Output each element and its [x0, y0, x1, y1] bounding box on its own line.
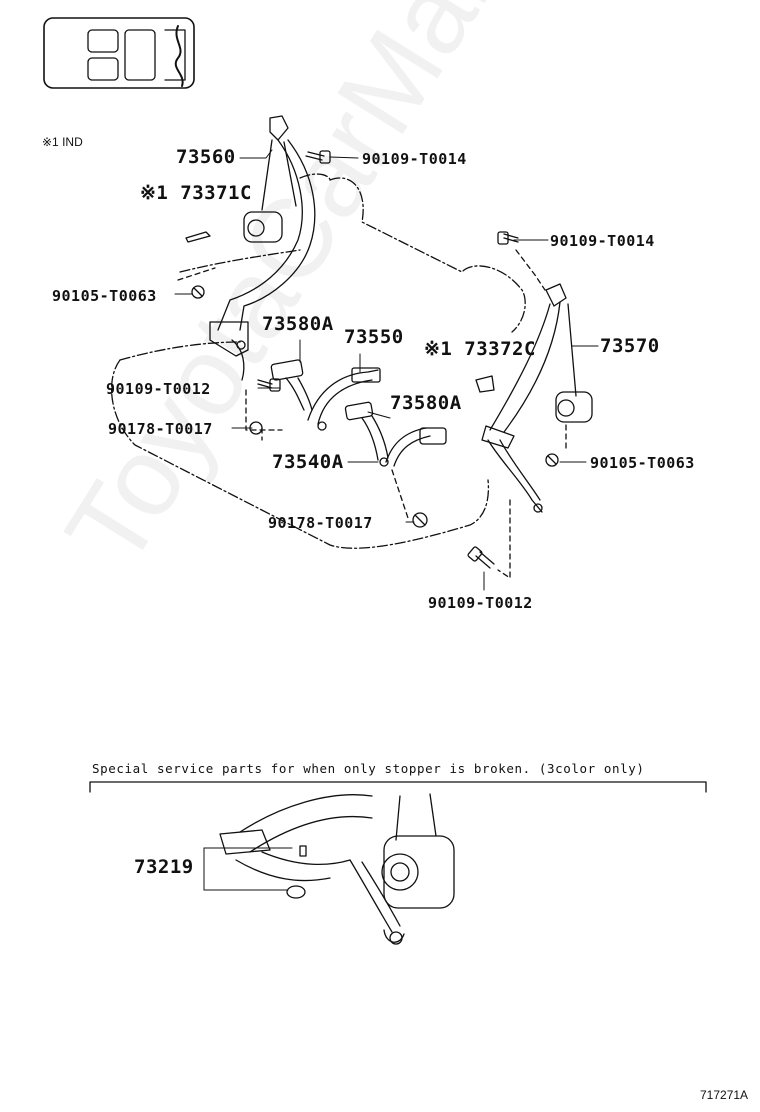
label-90109-t0014-left: 90109-T0014 [362, 150, 467, 168]
note-ind: ※1 IND [42, 135, 83, 149]
buckle-group [270, 359, 447, 467]
special-service-note: Special service parts for when only stop… [92, 761, 645, 776]
nut-left-icon [191, 285, 205, 299]
label-90178-t0017-center: 90178-T0017 [268, 514, 373, 532]
label-73550: 73550 [344, 326, 404, 348]
label-73372c: ※1 73372C [424, 338, 536, 360]
seat-outline [110, 173, 526, 549]
nut-right-icon [545, 453, 559, 467]
bolt-right-lower-icon [467, 546, 495, 569]
right-retractor-belt [481, 283, 593, 513]
label-90105-t0063-left: 90105-T0063 [52, 287, 157, 305]
label-90109-t0012-right: 90109-T0012 [428, 594, 533, 612]
nut-center-icon [412, 512, 428, 528]
figure-code: 717271A [700, 1088, 749, 1102]
label-73580a-lower: 73580A [390, 392, 462, 414]
label-73219: 73219 [134, 856, 194, 878]
label-73371c: ※1 73371C [140, 182, 252, 204]
bolt-left-upper-icon [305, 150, 331, 164]
bolt-right-upper-icon [497, 231, 519, 245]
label-90109-t0012-left: 90109-T0012 [106, 380, 211, 398]
clip-73372c-icon [475, 375, 495, 393]
left-retractor-belt [209, 115, 316, 381]
leader-lines [174, 149, 599, 591]
leader-73219 [203, 847, 293, 891]
label-90109-t0014-right: 90109-T0014 [550, 232, 655, 250]
special-parts-frame [89, 781, 707, 793]
label-73560: 73560 [176, 146, 236, 168]
clip-73371c-icon [185, 231, 211, 243]
vehicle-layout-icon [43, 17, 195, 89]
label-90178-t0017-left: 90178-T0017 [108, 420, 213, 438]
label-90105-t0063-right: 90105-T0063 [590, 454, 695, 472]
bolt-left-lower-icon [257, 378, 281, 392]
label-73540a: 73540A [272, 451, 344, 473]
label-73570: 73570 [600, 335, 660, 357]
stopper-assembly [219, 793, 455, 945]
label-73580a-upper: 73580A [262, 313, 334, 335]
